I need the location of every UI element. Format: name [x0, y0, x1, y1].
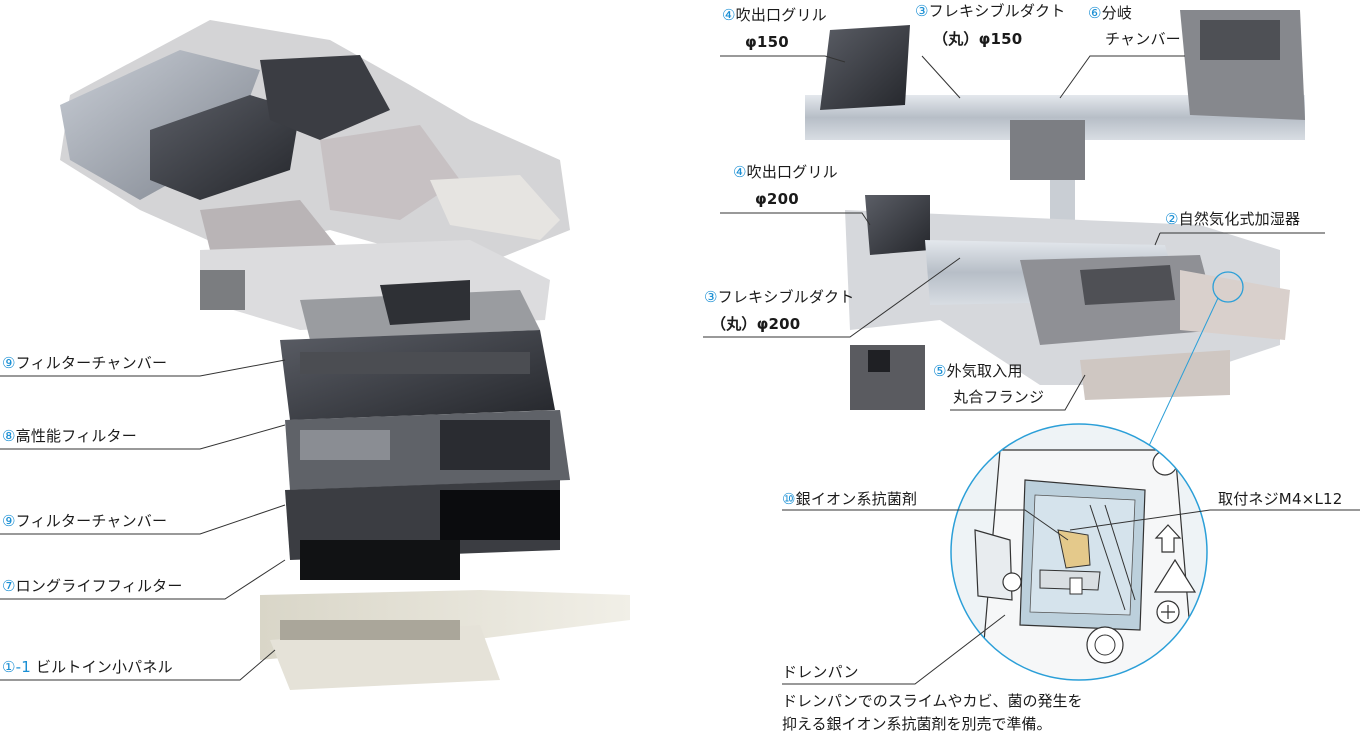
label-flex-duct-150: ③フレキシブルダクト: [915, 2, 1066, 20]
label-antibacterial-agent: ⑩銀イオン系抗菌剤: [782, 490, 918, 508]
label-flex-duct-200-size: （丸）φ200: [711, 315, 801, 333]
left-unit-illustration: [60, 20, 630, 690]
zoom-source-circle: [1212, 271, 1244, 303]
label-flex-duct-200: ③フレキシブルダクト: [704, 288, 855, 306]
label-mounting-screw: 取付ネジM4×L12: [1218, 490, 1343, 508]
label-filter-chamber-1: ⑨フィルターチャンバー: [2, 354, 168, 372]
label-drain-pan: ドレンパン: [782, 663, 859, 681]
right-callout-lines: [703, 55, 1325, 449]
label-filter-chamber-2: ⑨フィルターチャンバー: [2, 512, 168, 530]
label-branch-chamber-line2: チャンバー: [1105, 30, 1181, 48]
note-line-1: ドレンパンでのスライムやカビ、菌の発生を: [782, 692, 1083, 710]
note-line-2: 抑える銀イオン系抗菌剤を別売で準備。: [782, 715, 1052, 733]
right-top-illustration: [805, 10, 1305, 410]
label-humidifier: ②自然気化式加湿器: [1165, 210, 1301, 228]
label-built-in-small-panel: ①-1 ビルトイン小パネル: [2, 658, 173, 676]
zoom-callout-lines: [782, 509, 1360, 685]
label-outlet-grille-150: ④吹出口グリル: [722, 6, 827, 24]
zoom-circle: [950, 423, 1208, 681]
label-intake-flange-line2: 丸合フランジ: [953, 388, 1045, 406]
label-intake-flange: ⑤外気取入用: [933, 362, 1023, 380]
label-long-life-filter: ⑦ロングライフフィルター: [2, 577, 183, 595]
label-branch-chamber: ⑥分岐: [1088, 4, 1133, 22]
label-outlet-grille-200-size: φ200: [755, 190, 799, 208]
label-flex-duct-150-size: （丸）φ150: [933, 30, 1023, 48]
label-high-performance-filter: ⑧高性能フィルター: [2, 427, 137, 445]
label-outlet-grille-150-size: φ150: [745, 33, 789, 51]
label-outlet-grille-200: ④吹出口グリル: [733, 163, 838, 181]
left-callout-lines: [0, 359, 286, 681]
zoom-detail-illustration: [951, 424, 1207, 680]
